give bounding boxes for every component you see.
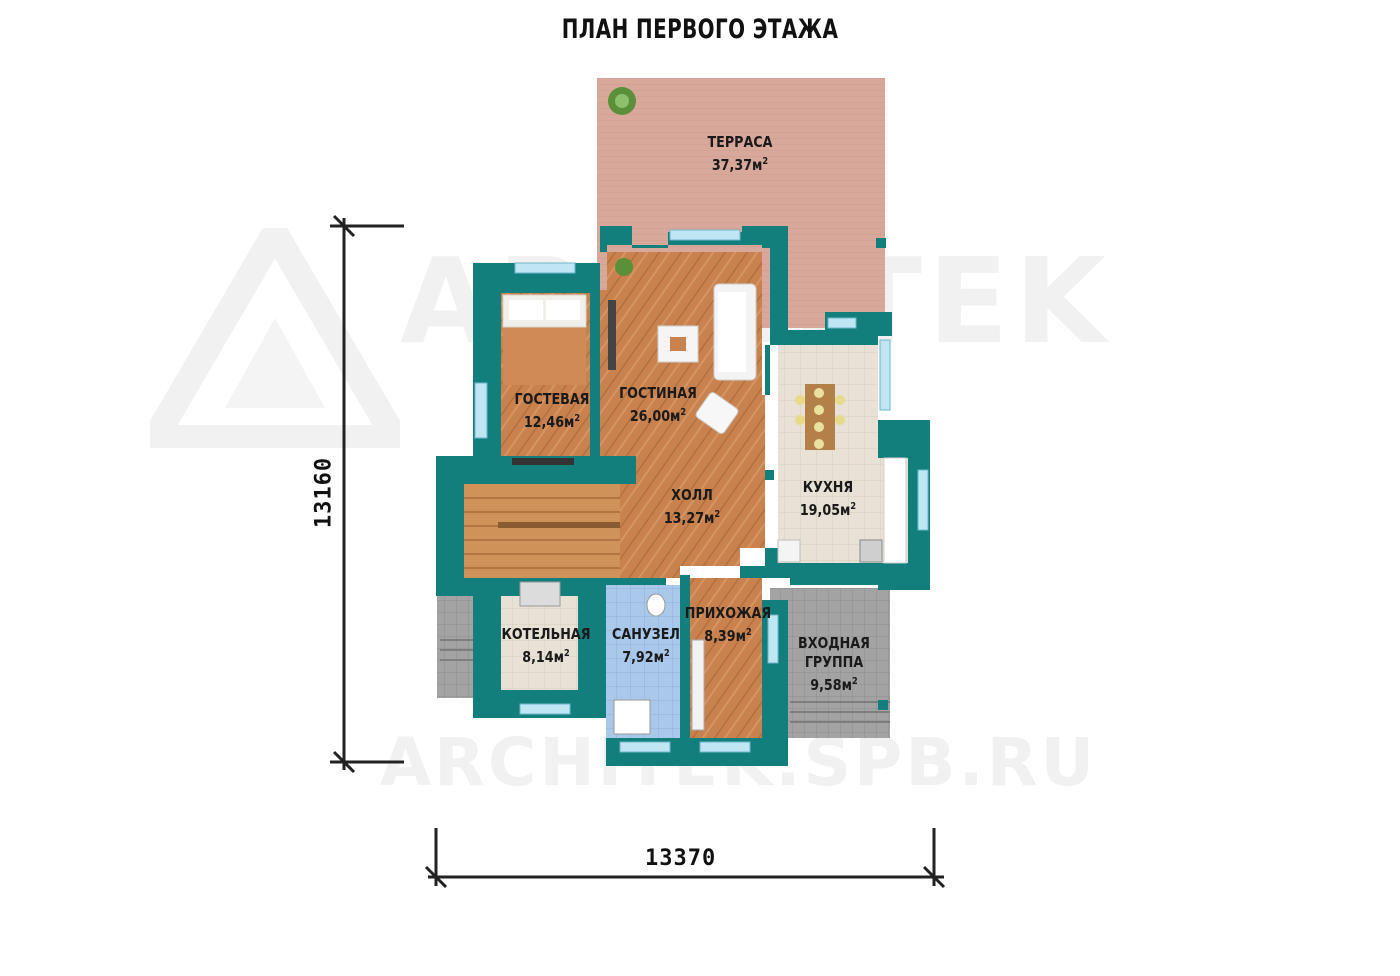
terrace-label: ТЕРРАСА 37,37м2 bbox=[707, 133, 773, 175]
dining-table-icon bbox=[795, 384, 845, 450]
coffee-table-icon bbox=[657, 325, 699, 363]
kitchen-counter bbox=[883, 457, 907, 564]
toilet-icon bbox=[646, 593, 666, 617]
sink-icon bbox=[613, 699, 651, 735]
kitchen-label: КУХНЯ 19,05м2 bbox=[799, 478, 857, 520]
radiator-icon bbox=[691, 639, 705, 731]
fridge-icon bbox=[777, 539, 801, 563]
boiler-room-label: КОТЕЛЬНАЯ 8,14м2 bbox=[501, 625, 591, 667]
plant-icon bbox=[608, 87, 636, 115]
height-dimension: 13160 bbox=[311, 456, 337, 529]
tv-stand bbox=[512, 458, 574, 465]
bed-icon bbox=[502, 294, 587, 385]
width-dimension: 13370 bbox=[645, 846, 717, 871]
entrance-group-label: ВХОДНАЯ ГРУППА 9,58м2 bbox=[798, 634, 870, 695]
kitchen-floor bbox=[778, 345, 878, 563]
boiler-unit bbox=[519, 581, 561, 607]
stove-icon bbox=[859, 539, 883, 563]
boiler-floor bbox=[501, 596, 578, 690]
plant-icon bbox=[615, 258, 633, 276]
tv-living bbox=[608, 300, 616, 370]
windows bbox=[474, 229, 929, 753]
staircase bbox=[464, 484, 620, 578]
living-room-label: ГОСТИНАЯ 26,00м2 bbox=[619, 384, 697, 426]
entry-hall-label: ПРИХОЖАЯ 8,39м2 bbox=[684, 604, 772, 646]
width-dimension-line bbox=[424, 828, 946, 889]
height-dimension-line bbox=[330, 214, 404, 774]
hall-label: ХОЛЛ 13,27м2 bbox=[663, 486, 721, 528]
sofa-icon bbox=[713, 283, 757, 381]
armchair-icon bbox=[695, 392, 739, 434]
bathroom-label: САНУЗЕЛ 7,92м2 bbox=[612, 625, 680, 667]
plan-title: ПЛАН ПЕРВОГО ЭТАЖА bbox=[561, 14, 839, 45]
guest-room-label: ГОСТЕВАЯ 12,46м2 bbox=[514, 390, 590, 432]
watermark-logo-icon bbox=[150, 228, 400, 448]
